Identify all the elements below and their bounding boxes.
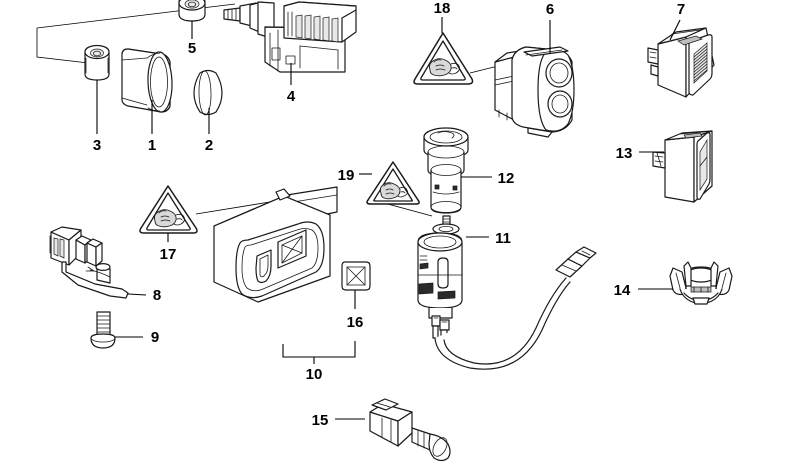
pinch-hazard-hand-icon [379, 182, 408, 200]
part-11-cigarette-lighter-socket [417, 232, 597, 370]
part-9-fillister-head-screw [90, 311, 116, 349]
part-7-rocker-switch [647, 27, 715, 98]
callout-label-6: 6 [546, 1, 554, 18]
callout-label-5: 5 [188, 40, 196, 57]
callout-label-13: 13 [616, 145, 633, 162]
callout-label-4: 4 [287, 88, 296, 105]
part-12-lighter-insert-element [423, 127, 469, 214]
callout-label-7: 7 [677, 1, 685, 18]
part-14-bulb-holder-clip [669, 261, 733, 305]
part-1-lighter-sleeve-housing [121, 48, 173, 113]
part-5-sealing-grommet-ring [178, 0, 206, 22]
callout-labels: 3 1 2 4 5 6 7 8 9 10 11 12 13 14 15 16 1… [93, 0, 685, 429]
label17-to-switch-line [195, 200, 277, 215]
callout-label-1: 1 [148, 137, 156, 154]
part-13-rocker-switch-lower [652, 130, 713, 203]
callout-label-19: 19 [338, 167, 355, 184]
callout-label-8: 8 [153, 287, 161, 304]
callout-leader-lines [96, 17, 681, 420]
callout-label-15: 15 [312, 412, 329, 429]
part-19-warning-triangle [366, 161, 420, 205]
callout-label-16: 16 [347, 314, 364, 331]
bracket-fan-line-b [36, 28, 98, 65]
part-8-mounting-bracket-contact [49, 226, 129, 299]
leader-8 [127, 293, 147, 296]
callout-label-9: 9 [151, 329, 159, 346]
callout-label-3: 3 [93, 137, 101, 154]
part-15-brake-switch-plunger [369, 398, 451, 462]
part-16-square-blank-cover-cap [341, 261, 371, 291]
part-4-brake-light-switch [223, 1, 357, 73]
part-3-retaining-ring-nut [84, 44, 110, 81]
callout-label-12: 12 [498, 170, 515, 187]
callout-label-10: 10 [306, 366, 323, 383]
callout-label-2: 2 [205, 137, 213, 154]
part-6-dual-push-button-switch [494, 46, 575, 138]
part-10-window-lifter-switch [213, 186, 356, 364]
leader-7 [669, 19, 681, 41]
callout-label-14: 14 [614, 282, 631, 299]
pinch-hazard-hand-icon [153, 209, 185, 228]
callout-label-11: 11 [495, 230, 511, 247]
part-18-warning-triangle [413, 32, 474, 85]
part-2-round-cap-cover [193, 69, 223, 116]
pinch-hazard-hand-icon [428, 58, 460, 77]
lighter-retaining-screw [432, 215, 460, 235]
switch-rib-texture [693, 45, 708, 82]
callout-label-18: 18 [434, 0, 451, 17]
part-17-warning-triangle [139, 185, 198, 234]
callout-label-17: 17 [160, 246, 177, 263]
